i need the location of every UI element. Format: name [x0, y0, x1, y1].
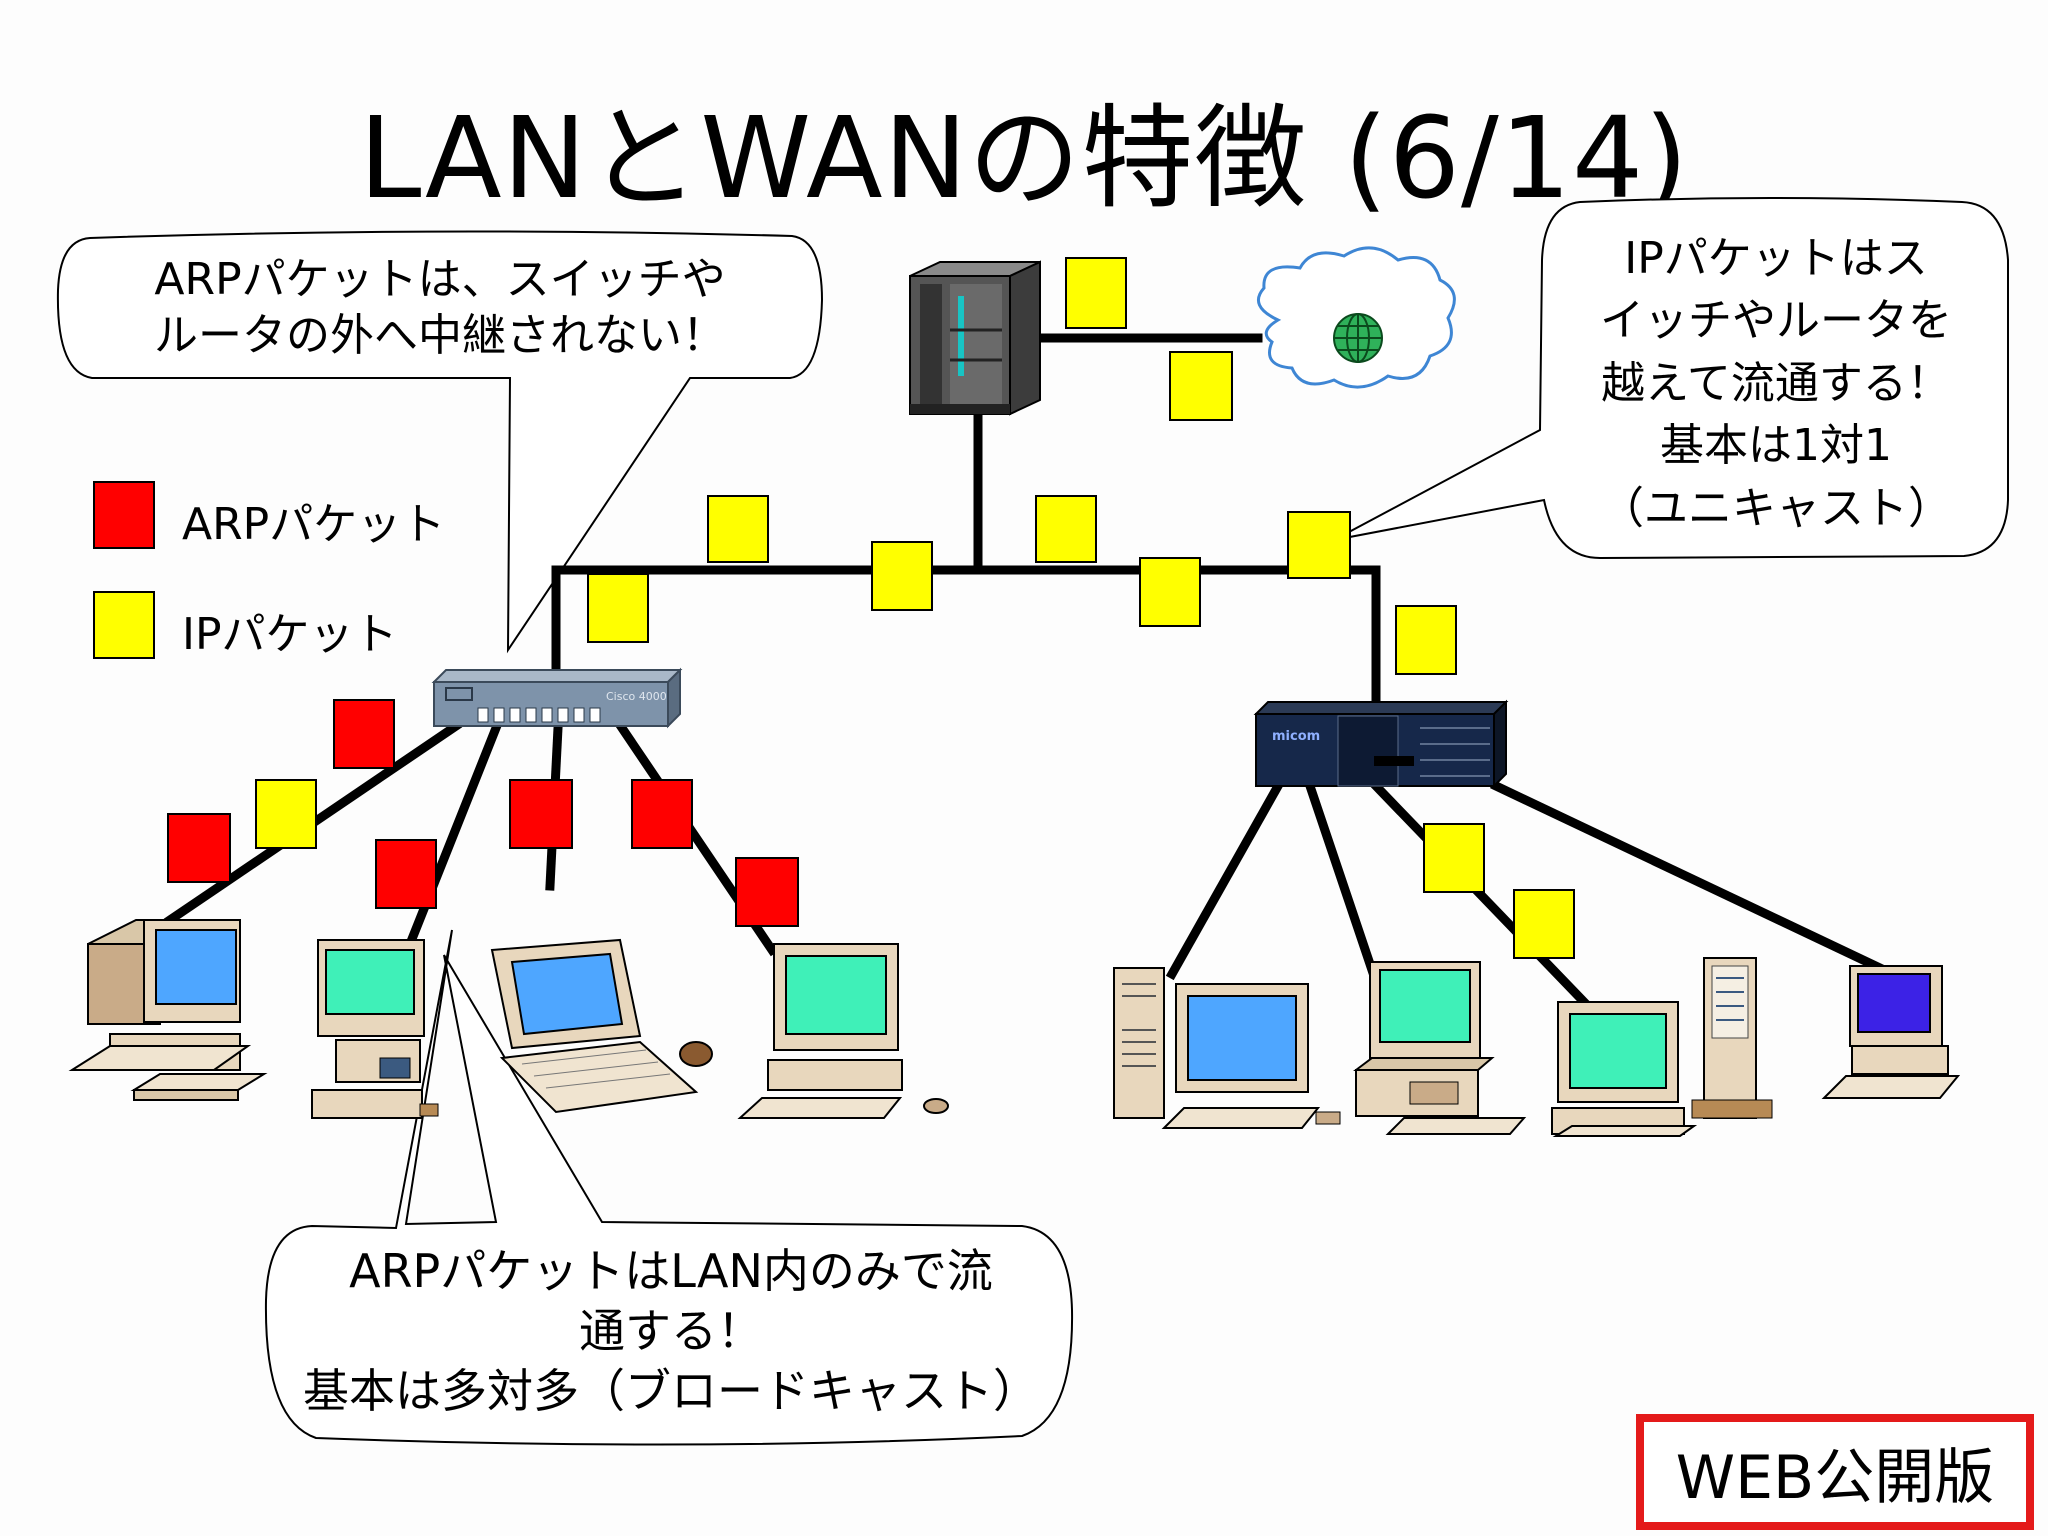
callout-line: ARPパケットは、スイッチや: [154, 254, 726, 305]
pc-icon-7: [1551, 1001, 1698, 1137]
callout-line: 基本は多対多（ブロードキャスト）: [303, 1363, 1039, 1418]
cable-router-pc7: [1369, 779, 1593, 1011]
pc-icon-6: [1353, 961, 1527, 1135]
callout-arp-not-relayed: [56, 230, 824, 654]
ip-packet: [1035, 495, 1097, 563]
callout-line: 基本は1対1: [1660, 420, 1892, 472]
packets: [167, 257, 1575, 959]
callout-arp-lan-only-text: ARPパケットはLAN内のみで流 通する！ 基本は多対多（ブロードキャスト）: [276, 1242, 1066, 1421]
callout-ip-crosses: [1333, 197, 2009, 560]
ip-packet: [1395, 605, 1457, 675]
legend-swatch-ip: [93, 591, 155, 659]
legend-label-ip: IPパケット: [182, 609, 398, 660]
slide-title: LANとWANの特徴 (6/14): [359, 94, 1689, 224]
router-label: micom: [1272, 729, 1320, 744]
router-icon: micom: [1253, 699, 1509, 789]
arp-packet: [631, 779, 693, 849]
cable-switch-pc2: [404, 722, 502, 950]
pc-icon-5: [1113, 967, 1341, 1129]
cables: [163, 333, 1886, 1011]
arp-packet: [509, 779, 573, 849]
cable-router-pc8: [1490, 780, 1886, 974]
ip-packet: [587, 573, 649, 643]
callout-arp-not-relayed-text: ARPパケットは、スイッチや ルータの外へ中継されない！: [60, 252, 820, 365]
callout-line: （ユニキャスト）: [1600, 482, 1952, 534]
ip-packet: [707, 495, 769, 563]
laptop-icon: [490, 938, 713, 1114]
arp-packet: [375, 839, 437, 909]
callout-line: IPパケットはス: [1624, 233, 1928, 284]
pc-icon-4: [737, 943, 949, 1119]
internet-cloud-icon: [1256, 246, 1456, 389]
legend: [93, 481, 155, 659]
callout-line: イッチやルータを: [1600, 295, 1952, 347]
callout-line: 通する！: [579, 1303, 763, 1358]
legend-swatch-arp: [93, 481, 155, 549]
callout-line: ARPパケットはLAN内のみで流: [349, 1244, 993, 1298]
callout-line: ルータの外へ中継されない！: [154, 310, 726, 362]
callout-ip-crosses-text: IPパケットはス イッチやルータを 越えて流通する！ 基本は1対1 （ユニキャス…: [1548, 228, 2004, 540]
legend-label-arp: ARPパケット: [182, 499, 446, 550]
server-icon: [909, 260, 1041, 416]
cable-router-pc5: [1165, 779, 1285, 981]
pc-icon-8: [1821, 965, 1961, 1099]
cable-router-pc6: [1304, 780, 1378, 976]
callout-line: 越えて流通する！: [1601, 357, 1951, 409]
arp-packet: [333, 699, 395, 769]
globe-icon: [1333, 313, 1383, 363]
switch-label: Cisco 4000: [606, 690, 667, 703]
ip-packet: [1169, 351, 1233, 421]
ip-packet: [871, 541, 933, 611]
pc-icon-1: [68, 919, 268, 1101]
ip-packet: [1423, 823, 1485, 893]
ip-packet: [1287, 511, 1351, 579]
switch-icon: Cisco 4000: [431, 667, 683, 729]
ip-packet: [1065, 257, 1127, 329]
ip-packet: [255, 779, 317, 849]
web-edition-badge: WEB公開版: [1636, 1414, 2034, 1530]
ip-packet: [1139, 557, 1201, 627]
arp-packet: [167, 813, 231, 883]
callout-arp-lan-only: [264, 929, 1074, 1446]
ip-packet: [1513, 889, 1575, 959]
arp-packet: [735, 857, 799, 927]
tower-server-icon: [1691, 957, 1773, 1119]
pc-icon-2: [311, 939, 439, 1119]
